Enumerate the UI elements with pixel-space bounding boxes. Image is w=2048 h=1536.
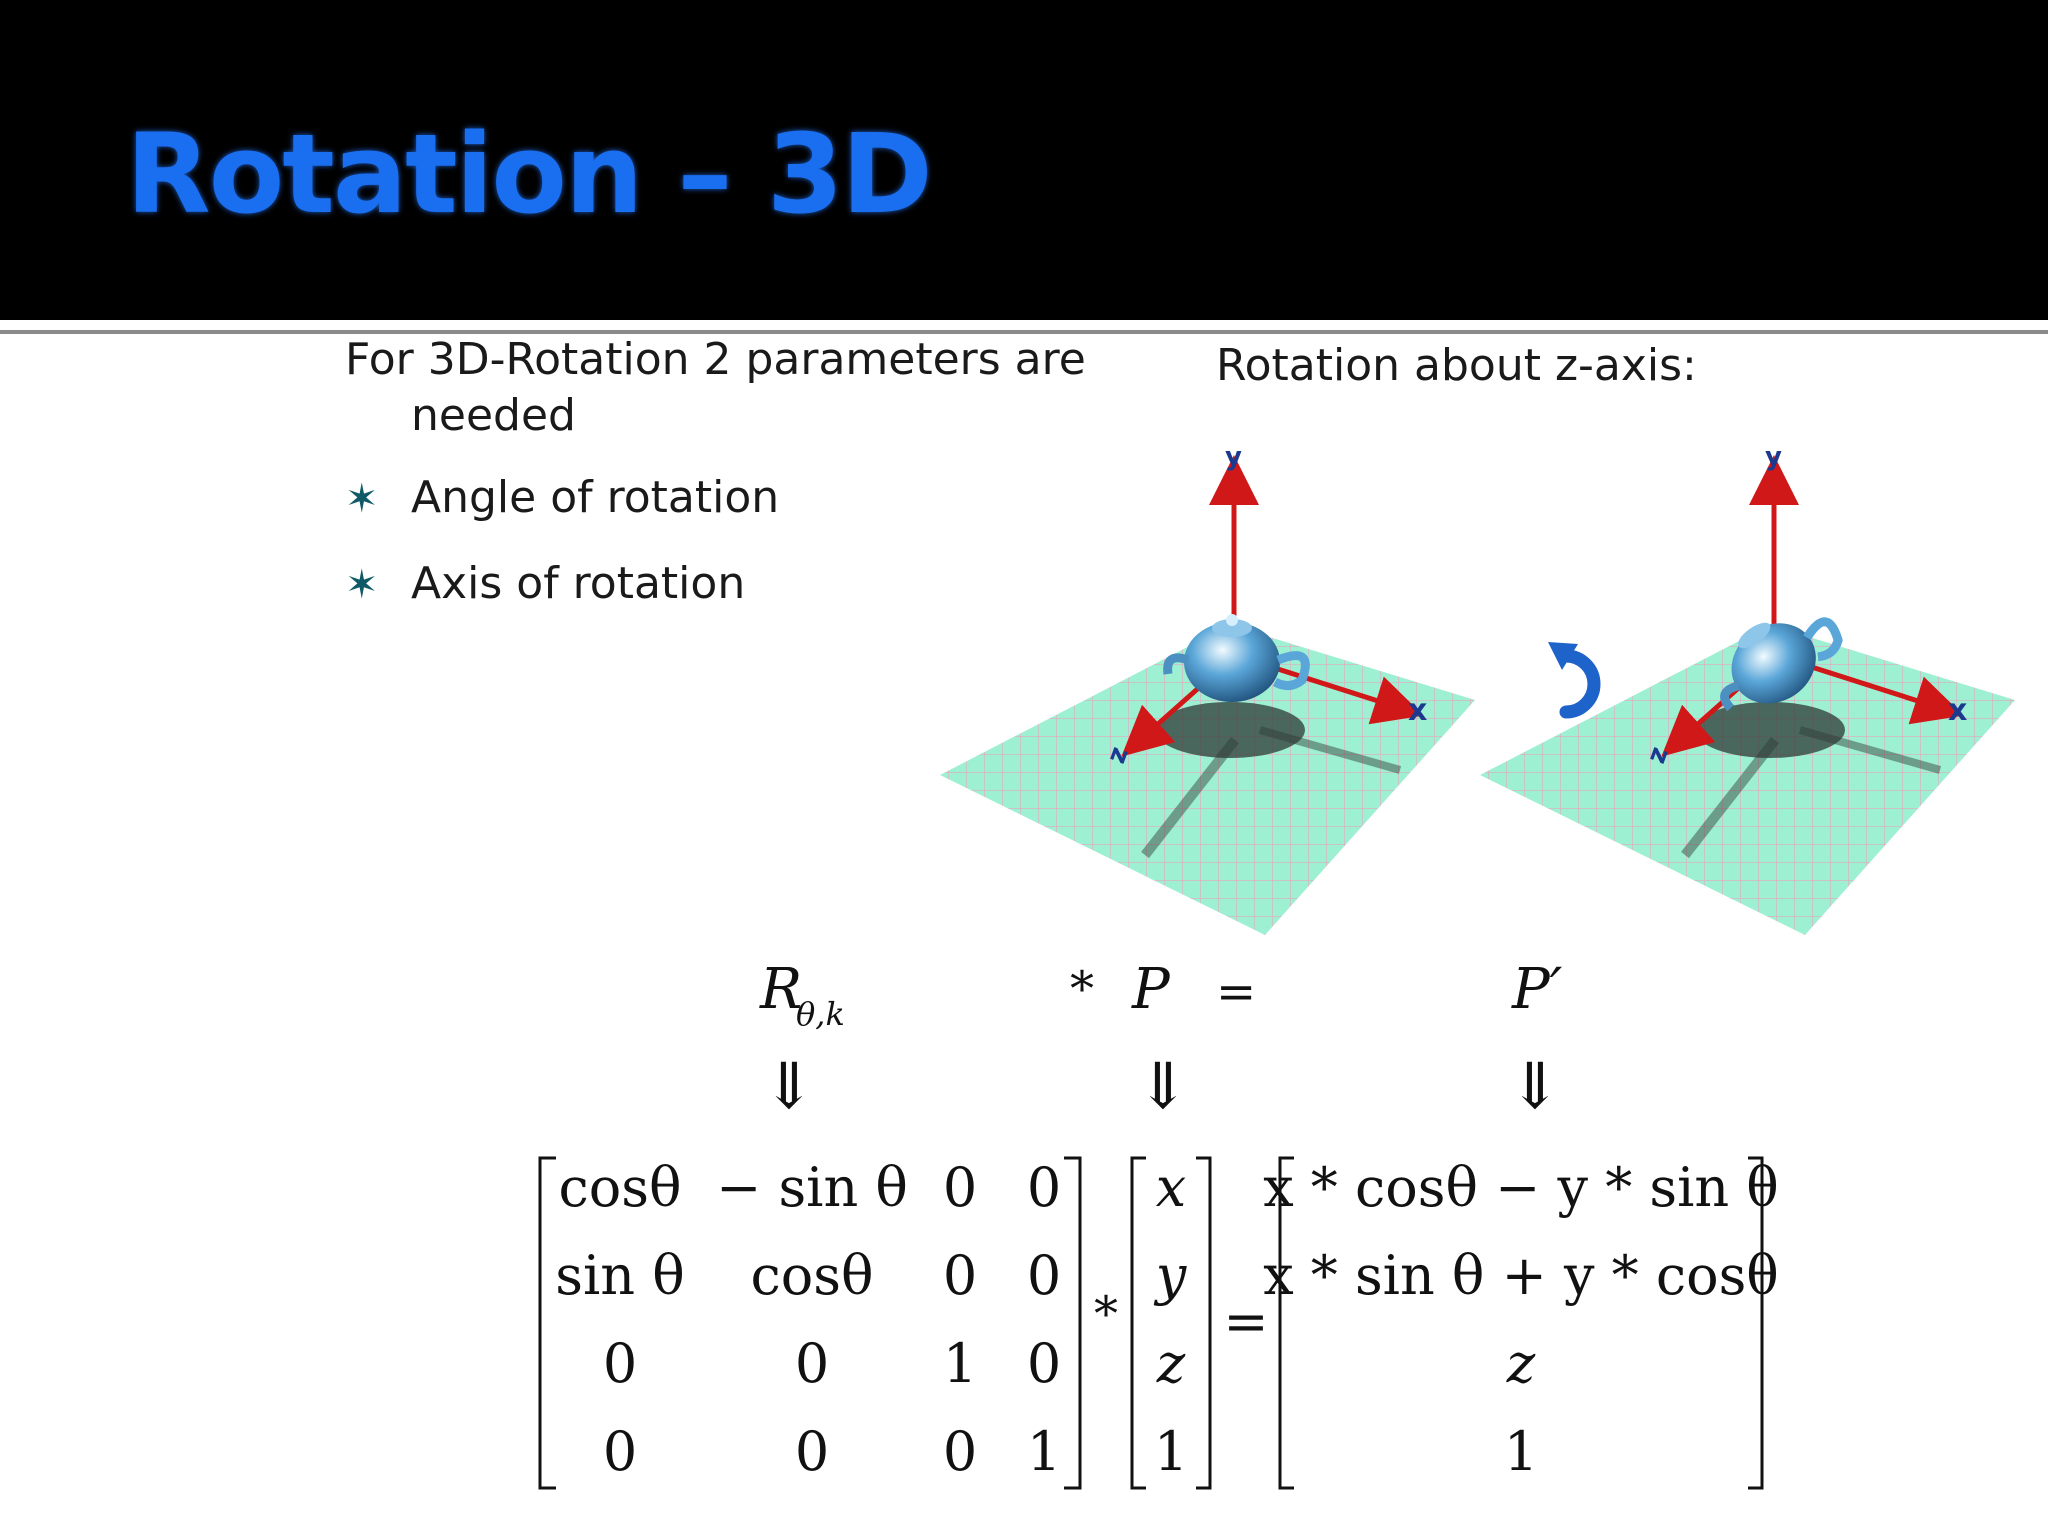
teapot-icon bbox=[1163, 614, 1310, 702]
teapot-figure-original: y x z bbox=[940, 442, 1475, 935]
bullet-axis: ✶ Axis of rotation bbox=[345, 558, 745, 609]
R-symbol: R bbox=[759, 957, 802, 1022]
teapot-rotated-icon bbox=[1720, 617, 1843, 712]
matrix-cell: 0 bbox=[943, 1244, 977, 1307]
matrix-cell: 0 bbox=[795, 1420, 829, 1483]
P-symbol: P bbox=[1131, 957, 1171, 1022]
equals-label: = bbox=[1216, 964, 1256, 1020]
y-axis-label: y bbox=[1225, 442, 1242, 472]
vector-right-bracket bbox=[1196, 1156, 1212, 1490]
matrix-right-bracket bbox=[1064, 1156, 1082, 1490]
down-arrow-icon: ⇓ bbox=[1508, 1050, 1562, 1124]
result-cell: x * cosθ − y * sin θ bbox=[1263, 1156, 1779, 1219]
result-left-bracket bbox=[1278, 1156, 1294, 1490]
intro-text: For 3D-Rotation 2 parameters are needed bbox=[345, 334, 1086, 441]
divider-white bbox=[0, 320, 2048, 328]
vector-cell: 1 bbox=[1154, 1420, 1188, 1483]
z-axis-caption: Rotation about z-axis: bbox=[1216, 340, 1697, 391]
matrix-cell: 0 bbox=[795, 1332, 829, 1395]
result-cell: x * sin θ + y * cosθ bbox=[1263, 1244, 1779, 1307]
matrix-cell: cosθ bbox=[559, 1156, 682, 1219]
bullet-label: Axis of rotation bbox=[411, 558, 746, 609]
grid-floor bbox=[1480, 625, 2015, 935]
down-arrow-icon: ⇓ bbox=[762, 1050, 816, 1124]
rotation-matrix: cosθ − sin θ 0 0 sin θ cosθ 0 0 0 0 1 0 … bbox=[555, 1156, 1061, 1483]
rotation-equation: R θ,k * P = P′ ⇓ ⇓ ⇓ cosθ − sin θ 0 0 si… bbox=[538, 957, 1779, 1490]
bullet-label: Angle of rotation bbox=[411, 472, 780, 523]
matrix-cell: − sin θ bbox=[716, 1156, 908, 1219]
teapot-figure-rotated: y x z bbox=[1480, 442, 2015, 935]
P-prime-symbol: P′ bbox=[1511, 957, 1563, 1022]
matrix-cell: 0 bbox=[1027, 1156, 1061, 1219]
divider-gray bbox=[0, 330, 2048, 334]
down-arrow-icon: ⇓ bbox=[1136, 1050, 1190, 1124]
R-subscript: θ,k bbox=[796, 995, 845, 1033]
matrix-cell: sin θ bbox=[555, 1244, 684, 1307]
matrix-cell: 0 bbox=[943, 1420, 977, 1483]
bullet-angle: ✶ Angle of rotation bbox=[345, 472, 779, 523]
multiply-label: * bbox=[1070, 961, 1094, 1017]
shadow bbox=[1155, 702, 1305, 758]
matrix-cell: cosθ bbox=[751, 1244, 874, 1307]
x-axis-label: x bbox=[1948, 693, 1967, 728]
result-cell: 1 bbox=[1504, 1420, 1538, 1483]
rotation-arrow-icon bbox=[1548, 642, 1604, 722]
point-vector: x y z 1 bbox=[1154, 1156, 1188, 1483]
y-axis-label: y bbox=[1765, 442, 1782, 472]
matrix-cell: 0 bbox=[1027, 1332, 1061, 1395]
star-bullet-icon: ✶ bbox=[345, 562, 379, 608]
result-cell: z bbox=[1506, 1332, 1536, 1395]
vector-cell: z bbox=[1156, 1332, 1186, 1395]
matrix-cell: 0 bbox=[603, 1332, 637, 1395]
vector-cell: x bbox=[1156, 1156, 1186, 1219]
multiply-operator: * bbox=[1094, 1286, 1118, 1342]
vector-left-bracket bbox=[1130, 1156, 1146, 1490]
result-right-bracket bbox=[1748, 1156, 1764, 1490]
matrix-cell: 0 bbox=[603, 1420, 637, 1483]
matrix-cell: 1 bbox=[943, 1332, 977, 1395]
result-vector: x * cosθ − y * sin θ x * sin θ + y * cos… bbox=[1263, 1156, 1779, 1483]
shadow bbox=[1695, 702, 1845, 758]
matrix-cell: 0 bbox=[943, 1156, 977, 1219]
equals-operator: = bbox=[1223, 1290, 1268, 1353]
matrix-left-bracket bbox=[538, 1156, 556, 1490]
x-axis-label: x bbox=[1408, 693, 1427, 728]
matrix-cell: 0 bbox=[1027, 1244, 1061, 1307]
vector-cell: y bbox=[1154, 1244, 1188, 1307]
matrix-cell: 1 bbox=[1027, 1420, 1061, 1483]
slide-title: Rotation – 3D bbox=[126, 110, 933, 238]
grid-floor bbox=[940, 625, 1475, 935]
header-bar bbox=[0, 0, 2048, 320]
star-bullet-icon: ✶ bbox=[345, 476, 379, 522]
